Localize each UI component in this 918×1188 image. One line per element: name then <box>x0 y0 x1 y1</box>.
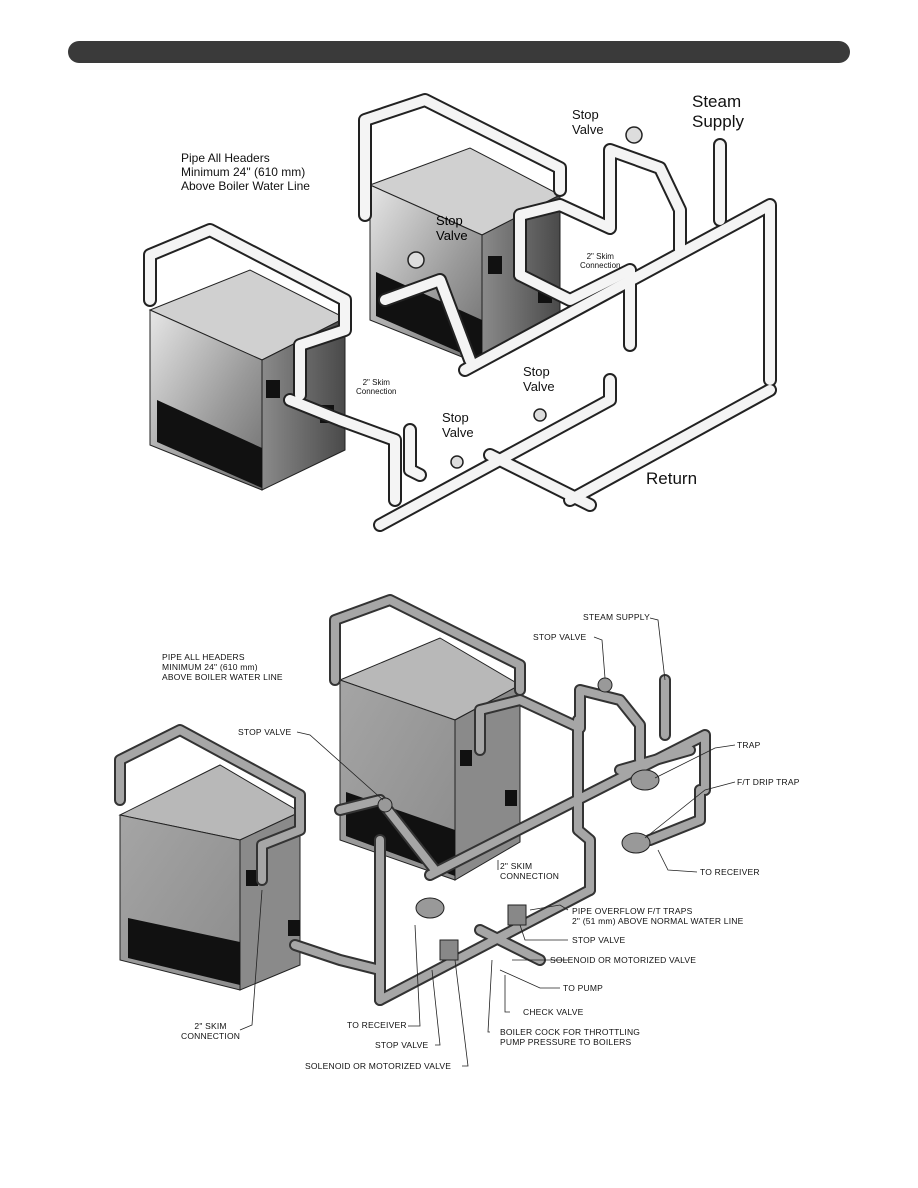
boiler-left-2 <box>118 764 302 991</box>
skim-right-line-1: 2" Skim <box>586 252 614 261</box>
steam-supply-label-2: STEAM SUPPLY <box>583 612 650 622</box>
headers-note-1: Pipe All Headers Minimum 24" (610 mm) Ab… <box>181 151 310 193</box>
steam-supply-line-1: Steam <box>692 92 742 111</box>
stop-valve-left-label: Stop Valve <box>442 410 474 441</box>
ft-drip-trap-label: F/T DRIP TRAP <box>737 777 800 787</box>
stop-valve-right-line-2: Valve <box>523 378 555 394</box>
solenoid-bottom-label: SOLENOID OR MOTORIZED VALVE <box>305 1061 452 1071</box>
stop-valve-left-line-2: Valve <box>442 424 474 440</box>
stop-valve-right-line-1: Stop <box>523 364 550 379</box>
pipe-overflow-line-2: 2" (51 mm) ABOVE NORMAL WATER LINE <box>572 915 744 926</box>
stop-valve-top-label: Stop Valve <box>572 107 604 138</box>
piping-diagram-1 <box>143 93 777 532</box>
stop-valve-mid-label-2: STOP VALVE <box>572 935 626 945</box>
leader-lines-diagram-2 <box>239 617 736 1067</box>
skim-mid-line-2: CONNECTION <box>500 870 560 881</box>
to-receiver-right-label: TO RECEIVER <box>700 867 760 877</box>
skim-left-label: 2" Skim Connection <box>356 378 396 396</box>
boiler-cock-label: BOILER COCK FOR THROTTLING PUMP PRESSURE… <box>500 1027 641 1048</box>
headers-note-1-line-3: Above Boiler Water Line <box>181 178 310 193</box>
headers-note-1-line-2: Minimum 24" (610 mm) <box>181 164 306 179</box>
headers-note-2-line-1: PIPE ALL HEADERS <box>162 652 245 662</box>
valve-handles-diagram-1 <box>407 126 643 469</box>
steam-supply-line-2: Supply <box>692 112 744 132</box>
stop-valve-mid-line-2: Valve <box>436 227 468 243</box>
stop-valve-mid-label: Stop Valve <box>436 213 468 244</box>
skim-right-label: 2" Skim Connection <box>580 252 620 270</box>
stop-valve-mid-line-1: Stop <box>436 213 463 228</box>
headers-note-2-line-2: MINIMUM 24" (610 mm) <box>162 661 258 672</box>
to-pump-label: TO PUMP <box>563 983 603 993</box>
pipe-overflow-line-1: PIPE OVERFLOW F/T TRAPS <box>572 906 693 916</box>
boiler-left <box>148 269 347 491</box>
skim-left-label-2: 2" SKIM CONNECTION <box>181 1021 241 1042</box>
skim-right-line-2: Connection <box>580 261 621 271</box>
skim-mid-label: 2" SKIM CONNECTION <box>500 861 560 882</box>
pipe-overflow-label: PIPE OVERFLOW F/T TRAPS 2" (51 mm) ABOVE… <box>572 906 744 927</box>
stop-valve-top-line-2: Valve <box>572 121 604 137</box>
components-diagram-2 <box>377 677 660 961</box>
stop-valve-left-line-1: Stop <box>442 410 469 425</box>
stop-valve-bottom-label: STOP VALVE <box>375 1040 429 1050</box>
headers-note-2: PIPE ALL HEADERS MINIMUM 24" (610 mm) AB… <box>162 652 283 682</box>
stop-valve-left-label-2: STOP VALVE <box>238 727 292 737</box>
steam-supply-label: Steam Supply <box>692 92 744 133</box>
return-label: Return <box>646 469 698 488</box>
trap-label: TRAP <box>737 740 761 750</box>
boiler-cock-line-2: PUMP PRESSURE TO BOILERS <box>500 1036 632 1047</box>
stop-valve-top-line-1: Stop <box>572 107 599 122</box>
solenoid-right-label: SOLENOID OR MOTORIZED VALVE <box>550 955 697 965</box>
skim-left-2-line-2: CONNECTION <box>181 1030 241 1041</box>
stop-valve-right-label: Stop Valve <box>523 364 555 395</box>
to-receiver-bottom-label: TO RECEIVER <box>347 1020 407 1030</box>
stop-valve-top-label-2: STOP VALVE <box>533 632 587 642</box>
skim-left-line-2: Connection <box>356 387 397 397</box>
skim-left-2-line-1: 2" SKIM <box>194 1021 227 1031</box>
headers-note-1-line-1: Pipe All Headers <box>181 151 270 165</box>
boiler-cock-line-1: BOILER COCK FOR THROTTLING <box>500 1027 641 1037</box>
skim-left-line-1: 2" Skim <box>362 378 390 387</box>
skim-mid-line-1: 2" SKIM <box>500 861 533 871</box>
headers-note-2-line-3: ABOVE BOILER WATER LINE <box>162 671 283 682</box>
check-valve-label: CHECK VALVE <box>523 1007 584 1017</box>
header-bar <box>68 41 850 63</box>
